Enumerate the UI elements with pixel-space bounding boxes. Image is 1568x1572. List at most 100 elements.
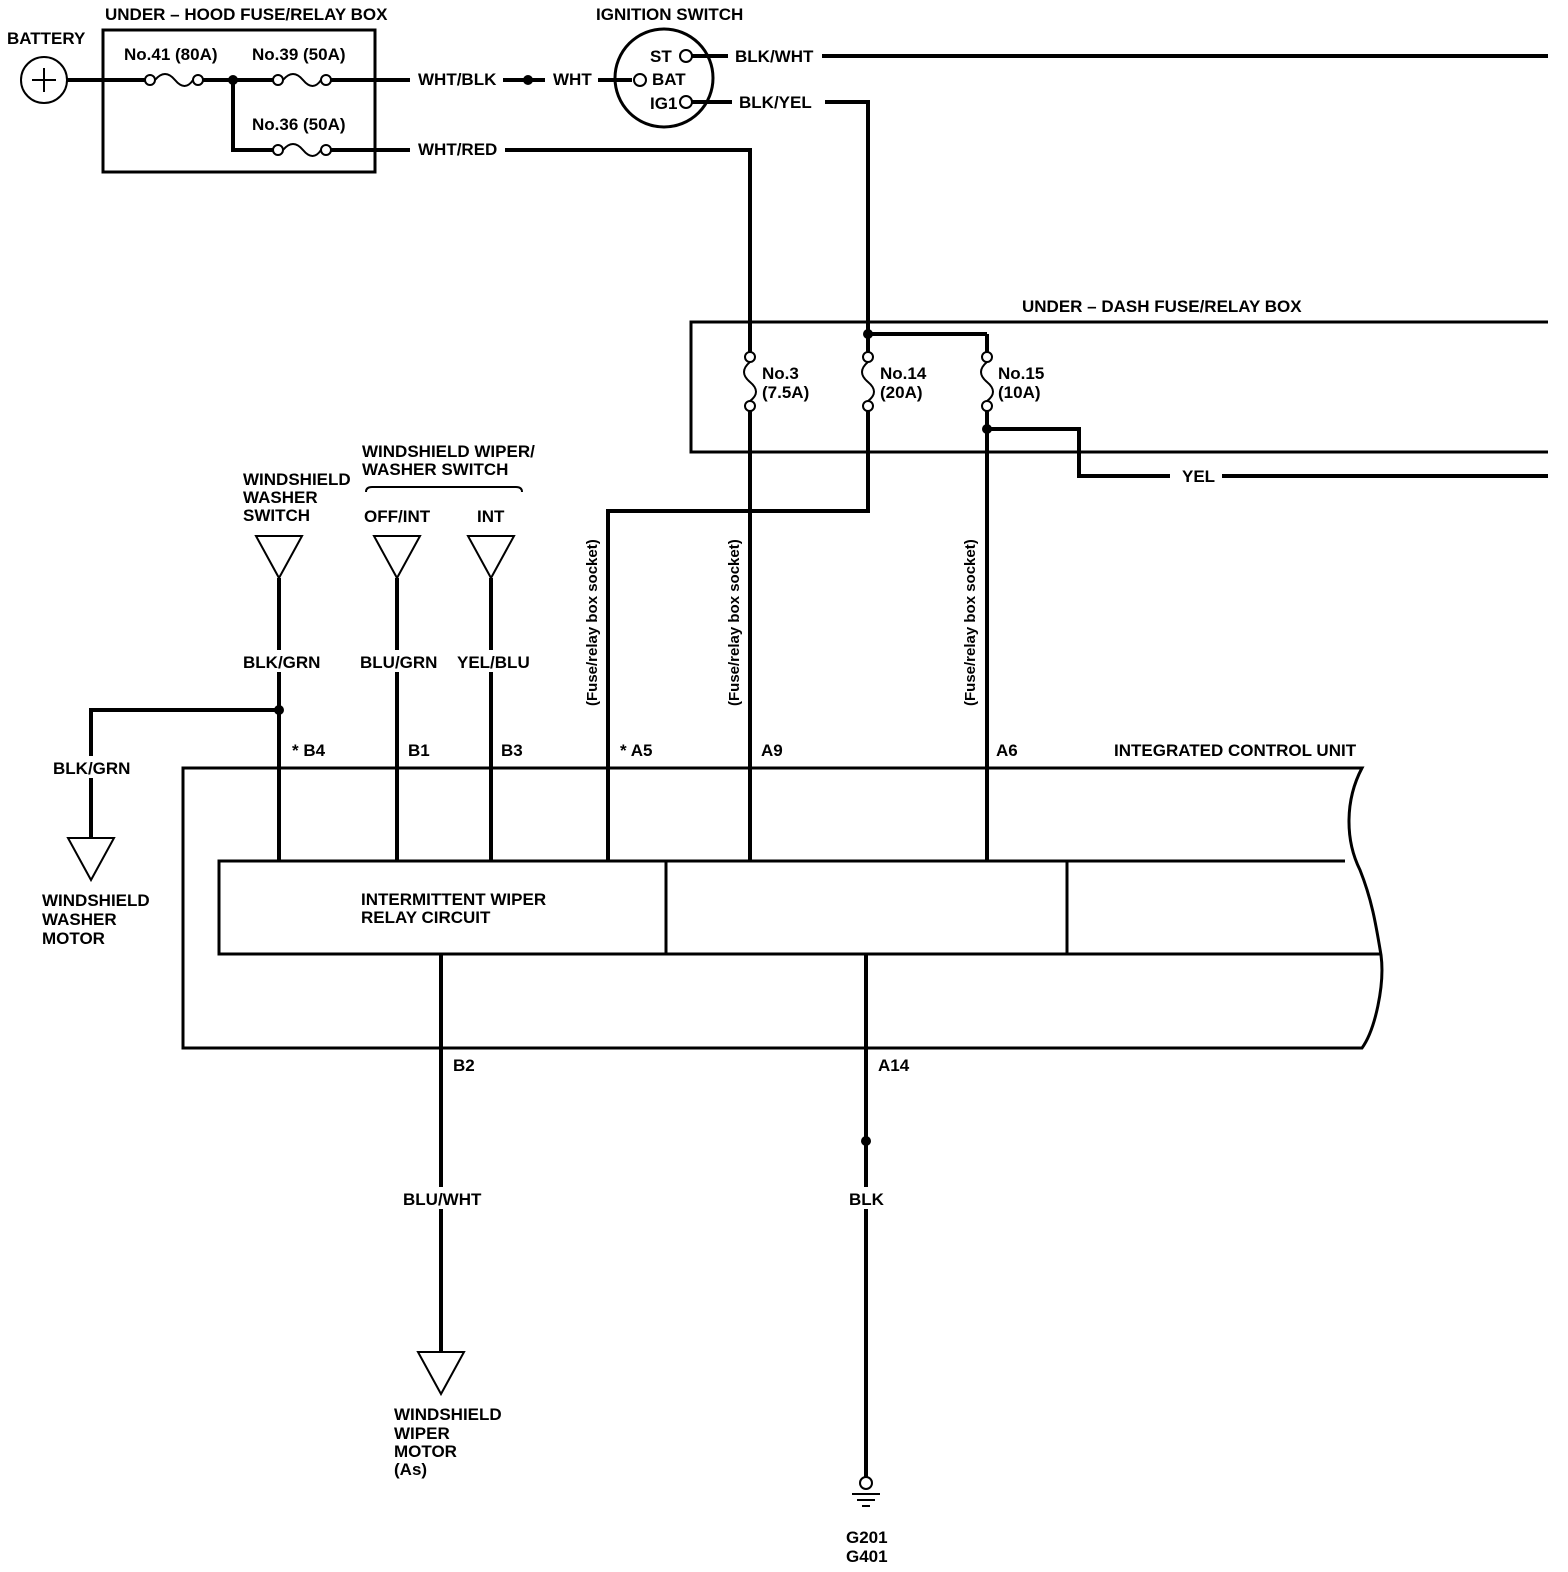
terminal-b3: B3 [501,741,523,760]
wire-label-wht: WHT [553,70,592,89]
wire-label-wht-blk: WHT/BLK [418,70,497,89]
connector-wht [523,75,533,85]
fuse-15-terminal-b [981,400,993,412]
ign-bat-terminal [633,73,647,87]
under-hood-fuse-box [101,28,377,174]
relay-circuit-label-line1: INTERMITTENT WIPER [361,890,546,909]
washer-motor-symbol [66,837,116,883]
mask-blu-grn [356,650,438,672]
fuse-14-label-line1: No.14 [880,364,927,383]
fuse-36-terminal-a [272,144,284,156]
washer-motor-label-line1: WINDSHIELD [42,891,150,910]
washer-switch-label-line2: WASHER [243,488,318,507]
wire-yel [987,427,1170,478]
fuse-15-label-line2: (10A) [998,383,1041,402]
fuse-3-label-line1: No.3 [762,364,799,383]
switch-off-int-label: OFF/INT [364,507,431,526]
washer-motor-label-line3: MOTOR [42,929,105,948]
wire-label-wht-red: WHT/RED [418,140,497,159]
fuse-36-element [282,143,322,157]
terminal-b4: * B4 [292,741,326,760]
wire-wht-red [505,148,752,352]
fuse-41-terminal-b [192,74,204,86]
wiper-motor-label-line2: WIPER [394,1424,450,1443]
ign-st-label: ST [650,47,672,66]
ground-label-g201: G201 [846,1528,888,1547]
terminal-a5: * A5 [620,741,652,760]
icu-title: INTEGRATED CONTROL UNIT [1114,741,1357,760]
relay-circuit-label-line2: RELAY CIRCUIT [361,908,491,927]
fuse-36-terminal-b [320,144,332,156]
fuse-39-label: No.39 (50A) [252,45,346,64]
ign-st-terminal [679,49,693,63]
fuse-36-label: No.36 (50A) [252,115,346,134]
ground-label-g401: G401 [846,1547,888,1566]
wiper-motor-symbol [416,1351,466,1397]
ign-ig1-label: IG1 [650,94,677,113]
switch-int-label: INT [477,507,505,526]
fuse-15-label-line1: No.15 [998,364,1044,383]
integrated-control-unit [181,766,1384,1050]
socket-label-a6: (Fuse/relay box socket) [962,539,979,706]
fuse-3-terminal-a [744,351,756,363]
wiper-switch-label-line2: WASHER SWITCH [362,460,508,479]
under-hood-fuse-box-title: UNDER – HOOD FUSE/RELAY BOX [105,5,388,24]
fuse-39-terminal-a [272,74,284,86]
icu-inner-panel [217,859,1380,956]
socket-label-a5: (Fuse/relay box socket) [584,539,601,706]
terminal-a14: A14 [878,1056,910,1075]
mask-blu-wht [400,1187,484,1209]
terminal-b1: B1 [408,741,430,760]
fuse-3-label-line2: (7.5A) [762,383,809,402]
wire-label-blk-grn-2: BLK/GRN [53,759,130,778]
fuse-15-element [980,361,994,402]
fuse-39-terminal-b [320,74,332,86]
ignition-switch-title: IGNITION SWITCH [596,5,743,24]
fuse-41-label: No.41 (80A) [124,45,218,64]
washer-motor-label-line2: WASHER [42,910,117,929]
washer-switch-symbol [254,535,304,581]
fuse-41-terminal-a [144,74,156,86]
fuse-3-element [743,361,757,402]
fuse-41-element [154,73,194,87]
under-dash-fuse-box-title: UNDER – DASH FUSE/RELAY BOX [1022,297,1302,316]
wire-label-blk-wht: BLK/WHT [735,47,814,66]
washer-switch-label-line1: WINDSHIELD [243,470,351,489]
fuse-14-label-line2: (20A) [880,383,923,402]
wiper-switch-label-line1: WINDSHIELD WIPER/ [362,442,535,461]
wire-blk-yel [825,100,870,334]
wire-label-yel-blu: YEL/BLU [457,653,530,672]
mask-blk-grn-2 [50,756,134,778]
wiper-switch-bracket [365,486,523,493]
under-dash-fuse-box [689,320,1548,454]
junction-ground [861,1136,871,1146]
int-switch-symbol [466,535,516,581]
wire-label-yel: YEL [1182,467,1215,486]
fuse-14-terminal-b [862,400,874,412]
ground-terminal [859,1476,873,1490]
battery-label: BATTERY [7,29,86,48]
wire-fuse36-in [231,80,273,152]
terminal-a6: A6 [996,741,1018,760]
fuse-39-element [282,73,322,87]
terminal-b2: B2 [453,1056,475,1075]
wiper-motor-label-line1: WINDSHIELD [394,1405,502,1424]
off-int-switch-symbol [372,535,422,581]
wire-label-blk-yel: BLK/YEL [739,93,812,112]
wire-label-blk: BLK [849,1190,885,1209]
mask-blk-grn-1 [240,650,320,672]
wire-label-blu-wht: BLU/WHT [403,1190,482,1209]
wire-fuse14-a5 [606,411,870,861]
fuse-15-terminal-a [981,351,993,363]
mask-blk [844,1187,888,1209]
ign-ig1-terminal [679,95,693,109]
wire-blk-grn-motor [89,708,279,838]
wiper-motor-label-line3: MOTOR [394,1442,457,1461]
ign-bat-label: BAT [652,70,686,89]
wire-label-blk-grn-1: BLK/GRN [243,653,320,672]
wiper-motor-label-line4: (As) [394,1460,427,1479]
terminal-a9: A9 [761,741,783,760]
fuse-14-element [861,361,875,402]
socket-label-a9: (Fuse/relay box socket) [726,539,743,706]
